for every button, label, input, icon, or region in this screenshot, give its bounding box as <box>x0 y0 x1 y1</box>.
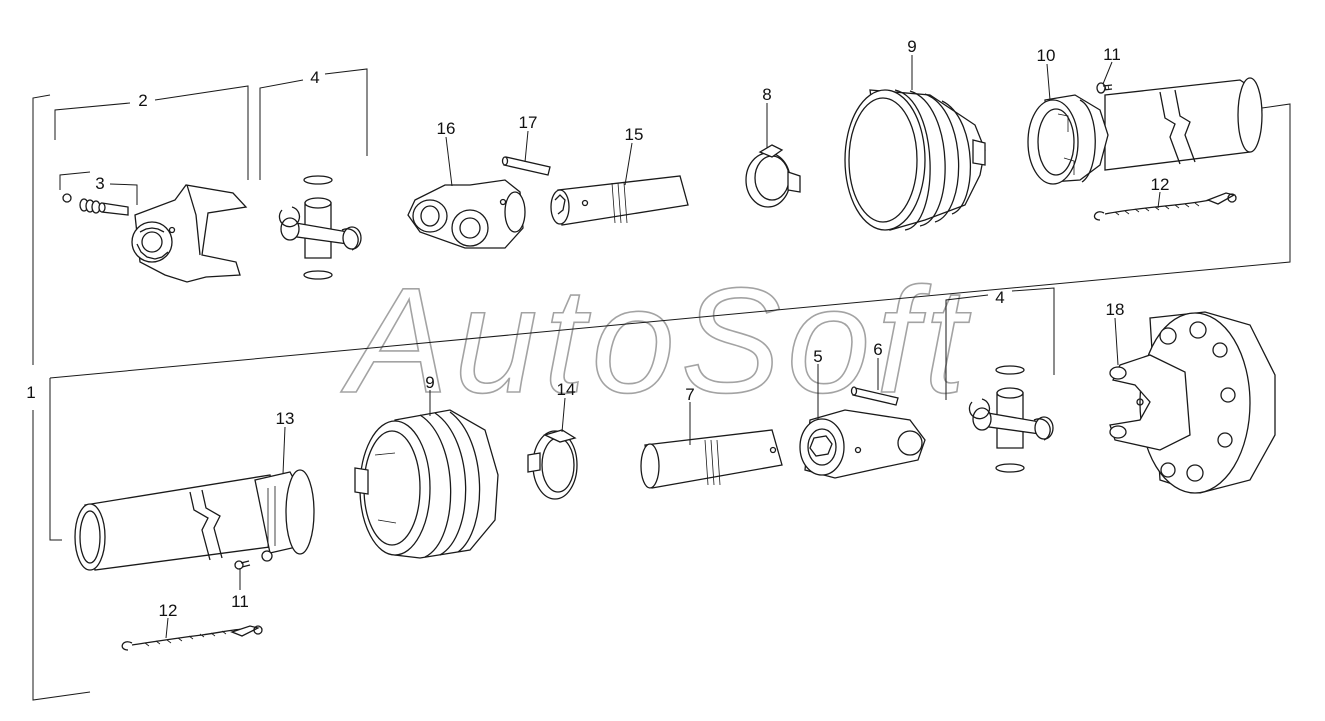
callout-4-top: 4 <box>310 68 319 87</box>
part-14-bearing-ring <box>527 429 578 500</box>
callout-6: 6 <box>873 340 882 359</box>
part-12-chain-bottom <box>121 625 263 651</box>
callout-12-bottom: 12 <box>159 601 178 620</box>
part-15-inner-tube <box>550 175 689 226</box>
part-17-roll-pin <box>501 156 551 176</box>
part-12-chain-top <box>1093 192 1237 221</box>
part-3-bolt-set <box>62 193 129 216</box>
assembly-brackets <box>32 68 1291 701</box>
part-9-guard-cone-top <box>844 89 986 231</box>
part-2-splined-yoke <box>131 184 248 283</box>
callout-10: 10 <box>1037 46 1056 65</box>
leader-lines <box>165 55 1161 639</box>
callout-9-top: 9 <box>907 37 916 56</box>
part-11-screw-bottom <box>234 560 251 570</box>
part-16-yoke <box>407 179 526 249</box>
callout-18: 18 <box>1106 300 1125 319</box>
part-10-outer-tube-guard <box>1027 77 1263 185</box>
part-8-bearing-ring <box>745 144 801 208</box>
callout-3: 3 <box>95 174 104 193</box>
callout-8: 8 <box>762 85 771 104</box>
callout-14: 14 <box>557 380 576 399</box>
callout-13: 13 <box>276 409 295 428</box>
callout-4-bottom: 4 <box>995 288 1004 307</box>
part-5-yoke <box>799 409 926 479</box>
part-7-inner-tube <box>640 429 783 489</box>
callout-11-top: 11 <box>1103 45 1121 64</box>
callout-labels: 1 2 3 4 4 5 6 7 8 9 9 10 11 11 12 12 13 … <box>26 37 1169 620</box>
callout-15: 15 <box>625 125 644 144</box>
part-4-cross-kit-bottom <box>968 365 1054 473</box>
callout-5: 5 <box>813 347 822 366</box>
callout-9-bottom: 9 <box>425 373 434 392</box>
part-11-screw-top <box>1096 82 1113 94</box>
callout-1: 1 <box>26 383 35 402</box>
part-6-roll-pin <box>850 386 899 406</box>
part-4-cross-kit-top <box>278 175 362 280</box>
callout-12-top: 12 <box>1151 175 1170 194</box>
callout-7: 7 <box>685 385 694 404</box>
part-13-outer-tube <box>74 469 315 571</box>
part-9-guard-cone-bottom <box>354 409 499 559</box>
callout-11-bottom: 11 <box>231 592 249 611</box>
callout-16: 16 <box>437 119 456 138</box>
callout-17: 17 <box>519 113 538 132</box>
part-18-flange-yoke <box>1109 311 1276 494</box>
callout-2: 2 <box>138 91 147 110</box>
